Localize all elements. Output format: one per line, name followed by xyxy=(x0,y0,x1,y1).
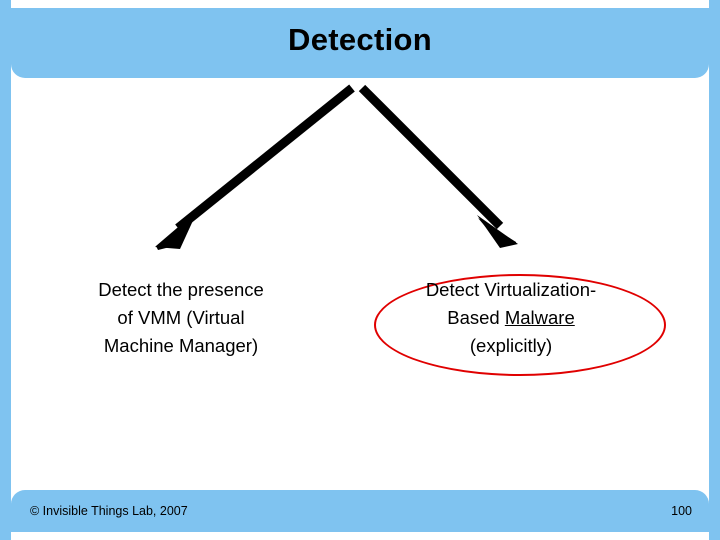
right-branch-text: Detect Virtualization- Based Malware (ex… xyxy=(360,276,662,360)
left-branch-line-3: Machine Manager) xyxy=(103,335,259,356)
left-branch-text: Detect the presence of VMM (Virtual Mach… xyxy=(30,276,332,360)
right-branch-line-3: (explicitly) xyxy=(469,335,553,356)
footer-banner xyxy=(11,490,709,532)
down-right-arrow-icon xyxy=(358,84,518,248)
slide-title: Detection xyxy=(288,22,432,57)
right-branch-line-2: Based Malware xyxy=(360,304,662,332)
slide-page-number: 100 xyxy=(671,504,692,518)
title-banner xyxy=(11,8,709,78)
red-ellipse-icon xyxy=(374,274,666,376)
left-branch-line-1: Detect the presence xyxy=(98,279,264,300)
right-decorative-stripe xyxy=(709,0,720,540)
right-branch-line-2-emphasis: Malware xyxy=(504,307,575,328)
left-decorative-stripe xyxy=(0,0,11,540)
down-left-arrow-icon xyxy=(155,84,355,250)
right-branch-line-2-prefix: Based xyxy=(447,307,505,328)
footer-copyright: © Invisible Things Lab, 2007 xyxy=(30,504,188,518)
left-branch-line-2: of VMM (Virtual xyxy=(117,307,245,328)
right-branch-line-1: Detect Virtualization- xyxy=(425,279,597,300)
